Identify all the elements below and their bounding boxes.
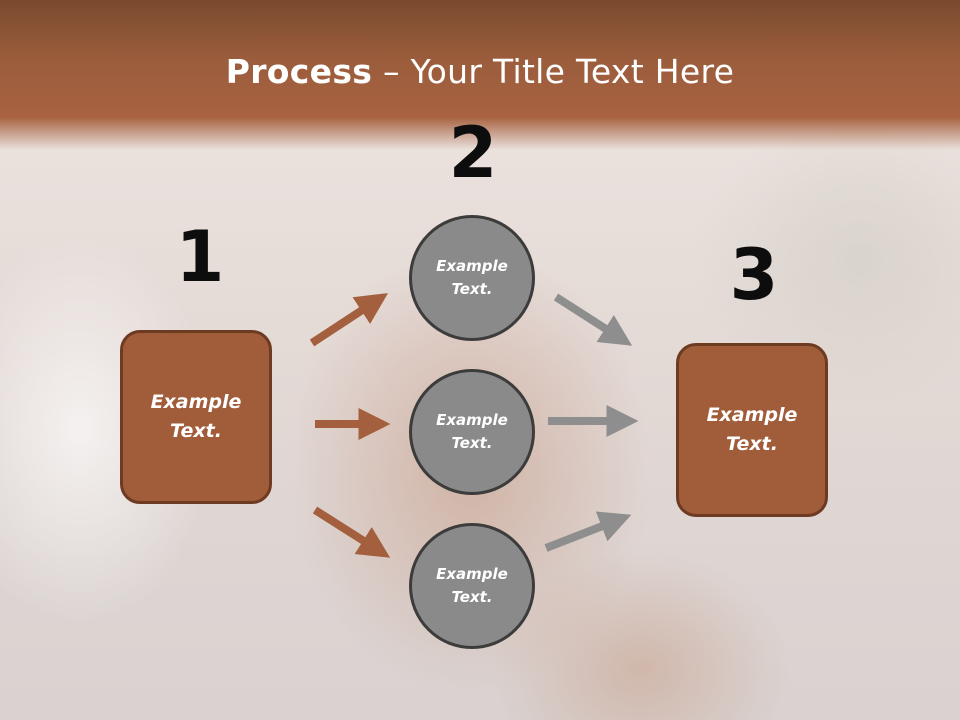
header-band [0, 0, 960, 150]
step-box-left-text: Example Text. [150, 391, 242, 442]
step-box-right-text: Example Text. [706, 404, 798, 455]
arrow-top-to-right [553, 293, 633, 346]
circle-top-text: Example Text. [436, 257, 508, 298]
arrow-left-to-top [309, 293, 389, 347]
circle-bottom-text: Example Text. [436, 565, 508, 606]
slide-title: Process – Your Title Text Here [0, 52, 960, 91]
arrow-bottom-to-right [544, 511, 632, 552]
circle-middle-text: Example Text. [436, 411, 508, 452]
step-box-left: Example Text. [120, 330, 272, 504]
circle-bottom: Example Text. [409, 523, 535, 649]
title-rest: – Your Title Text Here [372, 52, 735, 91]
step-box-right: Example Text. [676, 343, 828, 517]
step-number-3: 3 [729, 234, 779, 316]
title-bold: Process [225, 52, 373, 91]
arrow-left-to-bottom [312, 506, 391, 558]
step-number-1: 1 [175, 216, 225, 298]
circle-top: Example Text. [409, 215, 535, 341]
step-number-2: 2 [448, 112, 498, 194]
circle-middle: Example Text. [409, 369, 535, 495]
